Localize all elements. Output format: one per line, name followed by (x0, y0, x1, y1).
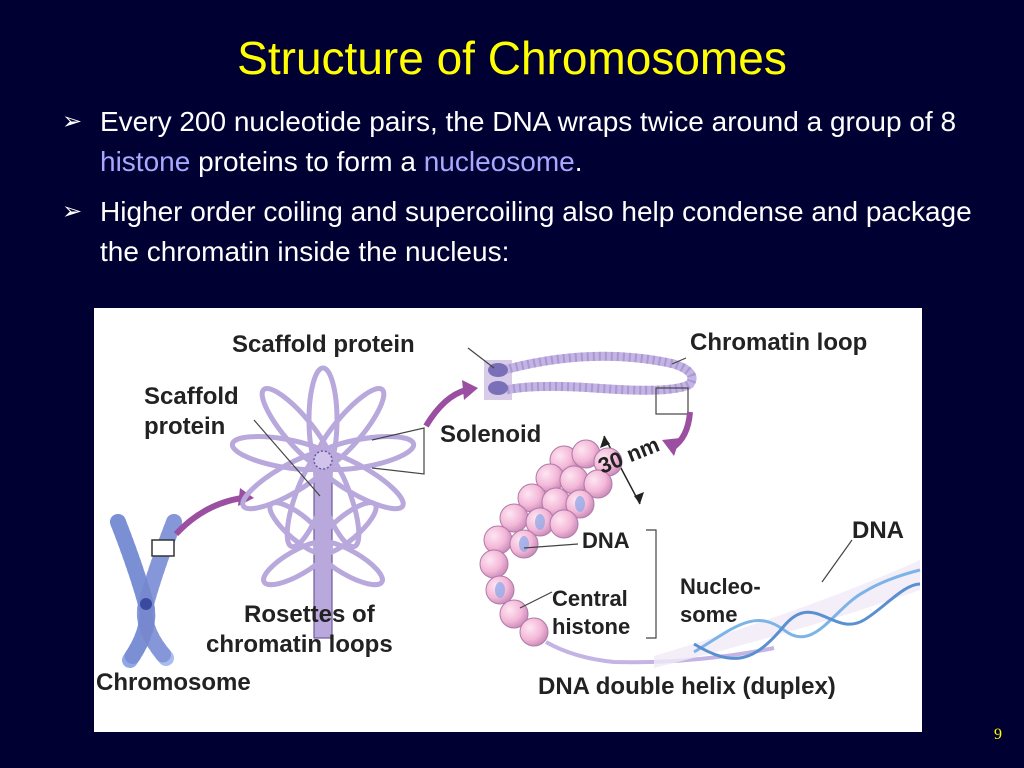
chromosome-diagram: Scaffold protein Chromatin loop Scaffold… (96, 329, 921, 700)
chromosome-structure-figure: Scaffold protein Chromatin loop Scaffold… (94, 308, 922, 732)
label-dna-right: DNA (852, 517, 904, 544)
label-scaffold-left-line2: protein (144, 413, 225, 440)
bullet-list: ➢ Every 200 nucleotide pairs, the DNA wr… (62, 102, 1002, 282)
arrow-chromosome-to-rosette (173, 495, 243, 537)
label-central-histone-line2: histone (552, 614, 630, 639)
bullet-text: proteins to form a (190, 146, 424, 177)
label-solenoid: Solenoid (440, 421, 541, 448)
highlight-histone: histone (100, 146, 191, 177)
rosette-diagram (229, 365, 425, 639)
bullet-arrow-icon: ➢ (62, 108, 83, 135)
label-rosettes-line2: chromatin loops (206, 631, 393, 658)
label-central-histone-line1: Central (552, 586, 628, 611)
bullet-item: ➢ Higher order coiling and supercoiling … (62, 192, 1002, 272)
dna-double-helix (654, 539, 921, 668)
chromatin-loop-diagram (467, 347, 697, 415)
bullet-text: Higher order coiling and supercoiling al… (100, 196, 972, 267)
label-scaffold-left-line1: Scaffold (144, 383, 239, 410)
label-chromatin-loop: Chromatin loop (690, 329, 867, 356)
thirty-nm-measure-arrow (603, 435, 641, 505)
page-number: 9 (994, 726, 1002, 743)
chromosome-zoom-box (151, 539, 175, 557)
bullet-arrow-icon: ➢ (62, 198, 83, 225)
label-chromosome: Chromosome (96, 669, 251, 696)
slide-title: Structure of Chromosomes (237, 32, 787, 84)
label-dna-center: DNA (582, 528, 630, 553)
bullet-item: ➢ Every 200 nucleotide pairs, the DNA wr… (62, 102, 1002, 182)
chromosome-shape (110, 514, 182, 668)
highlight-nucleosome: nucleosome (423, 146, 575, 177)
bullet-text: Every 200 nucleotide pairs, the DNA wrap… (100, 106, 957, 137)
label-scaffold-protein-top: Scaffold protein (232, 331, 415, 358)
label-dna-double-helix: DNA double helix (duplex) (538, 673, 836, 700)
label-rosettes-line1: Rosettes of (244, 601, 376, 628)
bullet-text: . (574, 146, 583, 177)
arrow-rosette-to-loop (423, 387, 467, 428)
label-nucleosome-line2: some (680, 602, 737, 627)
label-nucleosome-line1: Nucleo- (680, 574, 761, 599)
solenoid-diagram (479, 439, 775, 665)
